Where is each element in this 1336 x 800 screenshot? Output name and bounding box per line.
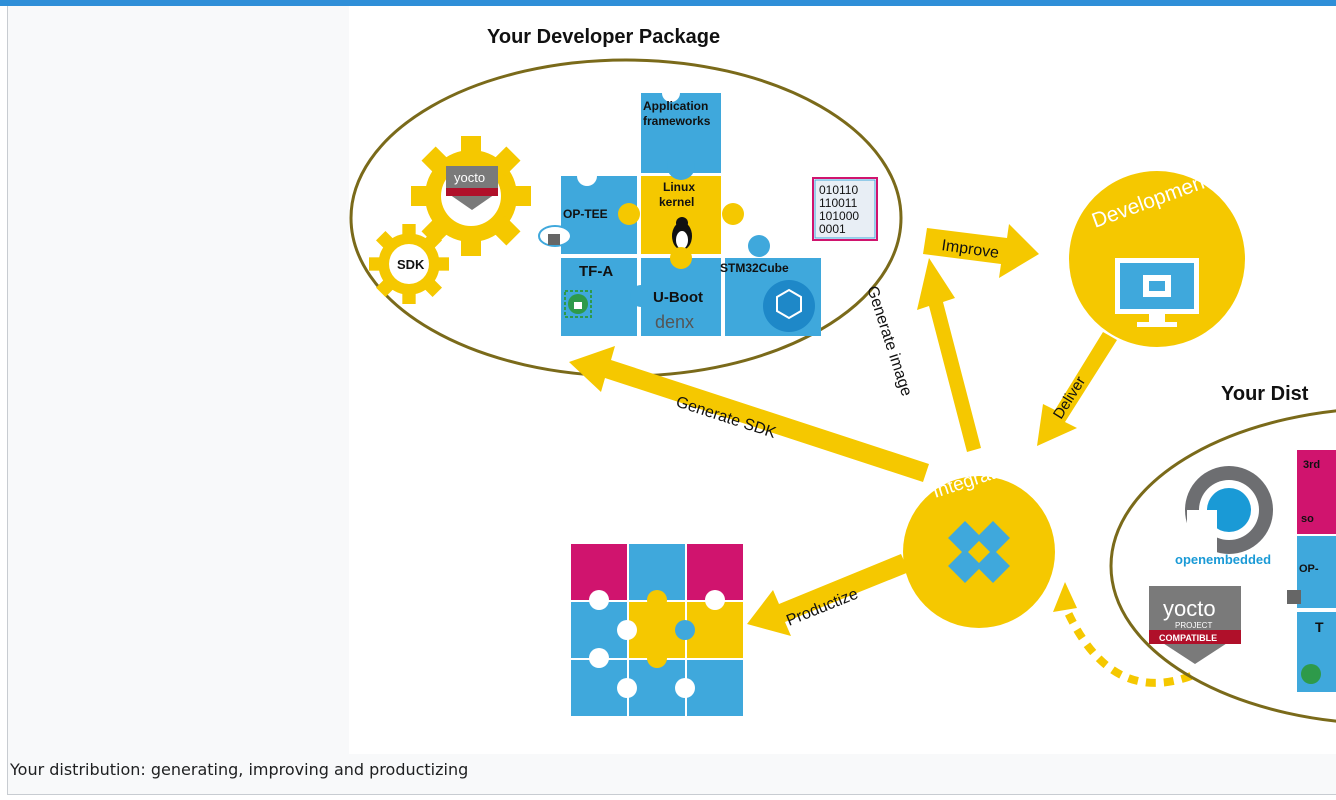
generate-image-label: Generate image [863,284,915,398]
diagram-canvas: Your Developer Package yocto SDK Applica… [349,6,1336,754]
feedback-arrow-head [1053,582,1077,612]
distribution-pieces: 3rd so OP- T [1287,450,1336,692]
improve-arrow [923,224,1039,278]
binary-line-2: 110011 [819,196,858,210]
u-boot-label: U-Boot [653,289,703,306]
distribution-title: Your Dist [1221,383,1309,405]
distribution-ellipse [1109,409,1336,723]
linux-kernel-label-1: Linux [663,180,695,194]
linux-kernel-label-2: kernel [659,195,694,209]
openembedded-text: openembedded [1175,552,1271,567]
developer-package-title: Your Developer Package [487,26,720,48]
secure-lock-icon [564,290,592,318]
stm32cube-label: STM32Cube [720,261,789,275]
development-circle: Development [1069,169,1245,347]
lock-icon [1287,590,1301,604]
denx-logo: denx [655,312,694,332]
openembedded-logo-icon: openembedded [1175,466,1273,567]
puzzle-icon [948,521,1010,583]
op-tee-label: OP-TEE [563,207,608,221]
feedback-dashed-arrow [1061,604,1193,687]
binary-line-3: 101000 [819,209,859,223]
application-frameworks-piece: Application frameworks [641,84,721,173]
application-frameworks-label-1: Application [643,99,708,113]
binary-line-4: 0001 [819,222,846,236]
cloud-lock-icon [538,225,572,247]
secure-icon [1301,664,1321,684]
top-accent-bar [0,0,1336,6]
deliver-arrow [1037,332,1117,446]
tf-a-label: TF-A [579,263,613,280]
application-frameworks-label-2: frameworks [643,114,711,128]
yocto-word: yocto [454,170,485,185]
yocto-gear-icon: yocto [411,136,531,256]
generate-image-arrow [917,258,981,452]
binary-line-1: 010110 [819,183,858,197]
third-party-label: 3rd [1303,459,1320,471]
tf-a-piece: TF-A [561,258,652,336]
linux-kernel-piece: Linux kernel [618,152,744,254]
diagram-svg: Your Developer Package yocto SDK Applica… [349,26,1336,723]
u-boot-piece: U-Boot denx [641,247,721,336]
stm32cube-logo-icon [763,280,815,332]
figure-caption: Your distribution: generating, improving… [10,760,469,779]
stm32cube-piece: STM32Cube [720,235,821,336]
tux-penguin-icon [672,217,692,250]
integration-circle: Integration [903,455,1055,628]
yocto-badge-word: yocto [1163,596,1216,621]
yocto-compatible-badge-icon: yocto PROJECT COMPATIBLE [1149,586,1241,664]
product-puzzle-icon [571,544,743,716]
sources-label: so [1301,513,1314,525]
generate-sdk-arrow [569,346,929,482]
monitor-chip-icon [1115,258,1199,327]
yocto-badge-compatible: COMPATIBLE [1159,633,1217,643]
binary-image-icon: 010110 110011 101000 0001 [812,177,878,241]
op-tee-partial-label: OP- [1299,563,1319,575]
yocto-badge-project: PROJECT [1175,621,1212,630]
productize-arrow [747,554,909,636]
t-partial-label: T [1315,619,1324,635]
deliver-label: Deliver [1050,374,1089,423]
sdk-gear-label: SDK [397,257,425,272]
sdk-gear-icon: SDK [369,224,449,304]
